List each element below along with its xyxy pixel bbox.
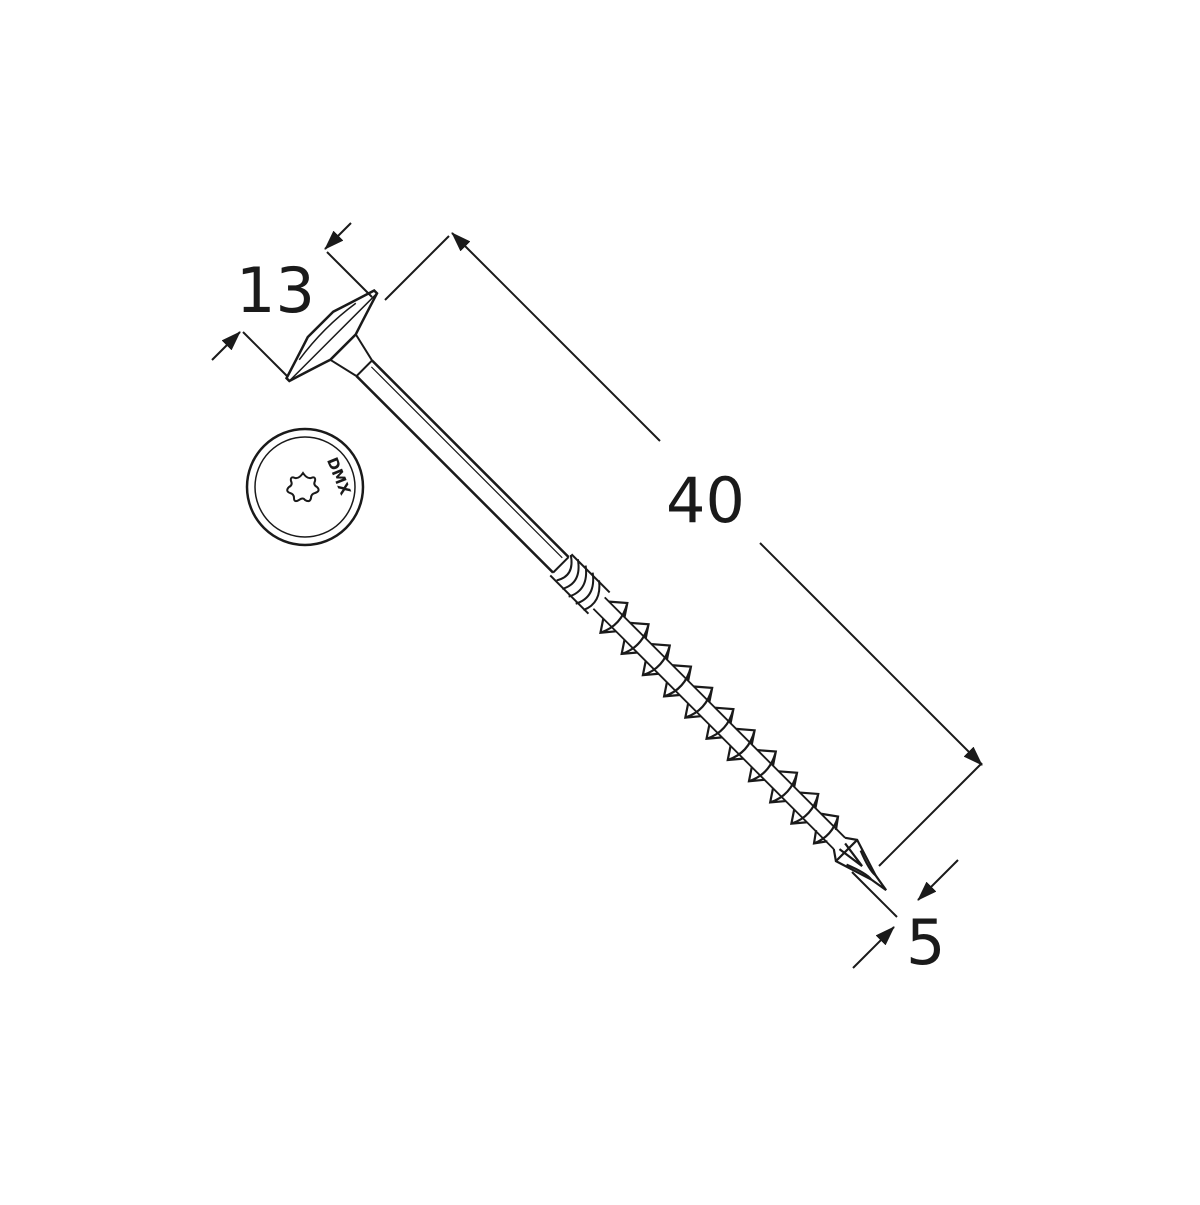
length-line-upper: [451, 232, 661, 442]
thread-flights: [599, 600, 840, 845]
torx-star-icon: [286, 471, 320, 503]
head-extension-bottom: [242, 331, 289, 378]
diameter-dimension: [851, 859, 959, 969]
head-extension-top: [326, 251, 373, 298]
head-brand-marking: DMX: [323, 455, 354, 498]
shank-bottom: [355, 375, 554, 574]
head-arrow-top: [324, 222, 352, 250]
washer-head: [284, 288, 379, 383]
head-outer-rim: [245, 427, 365, 547]
diameter-arrow-bottom: [852, 926, 895, 969]
thread-core-bottom: [592, 608, 835, 850]
length-extension-head: [384, 235, 450, 301]
length-label: 40: [666, 464, 745, 537]
thread-diameter-label: 5: [906, 906, 946, 979]
shank-top: [371, 359, 570, 558]
head-inner-rim: [254, 436, 356, 538]
head-dimension: [211, 222, 373, 378]
head-top-view: [245, 427, 365, 547]
length-dimension: [384, 232, 983, 867]
length-extension-tip: [878, 762, 983, 867]
drill-tip: [832, 836, 888, 892]
diameter-extension: [851, 871, 898, 918]
head-diameter-label: 13: [236, 254, 315, 327]
diameter-arrow-top: [917, 859, 959, 901]
underhead-taper: [329, 333, 374, 378]
thread-core-top: [604, 596, 846, 839]
screw-body: [284, 288, 888, 892]
head-arrow-bottom: [211, 331, 241, 361]
length-line-lower: [759, 542, 983, 766]
reamer-ribs: [549, 553, 611, 615]
